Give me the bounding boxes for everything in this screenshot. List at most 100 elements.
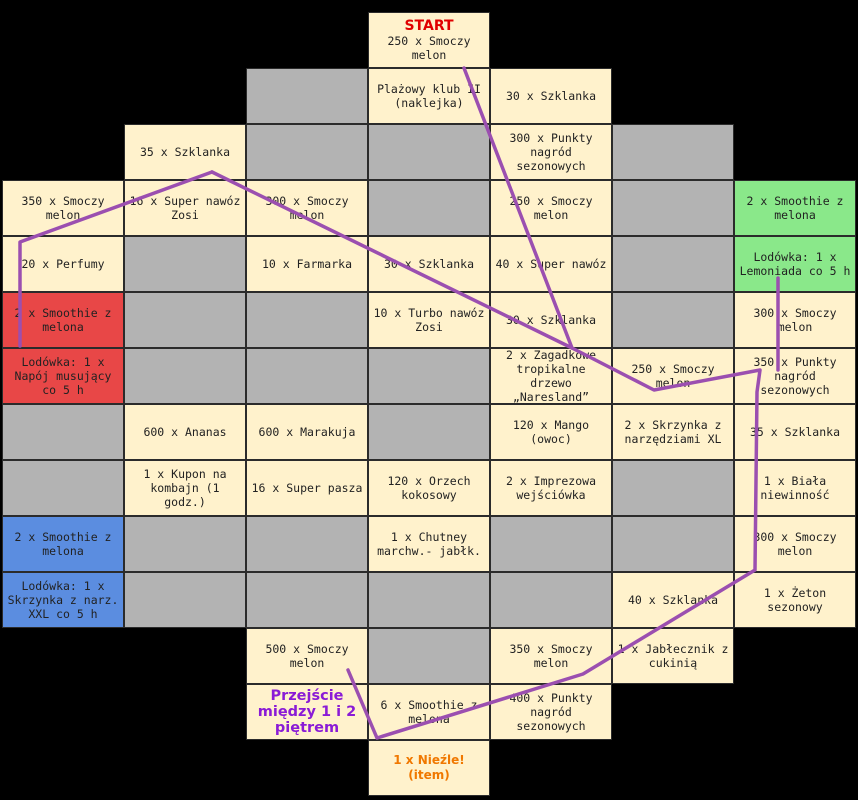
board-field-c3-12[interactable]: 6 x Smoothie z melona <box>368 684 490 740</box>
board-field-c6-4[interactable]: 35 x Szklanka <box>734 404 856 460</box>
board-field-c6-6[interactable]: 300 x Smoczy melon <box>734 516 856 572</box>
field-text: 10 x Turbo nawóz Zosi <box>373 306 485 334</box>
empty-field[interactable] <box>2 404 124 460</box>
empty-field[interactable] <box>612 236 734 292</box>
empty-field[interactable] <box>124 572 246 628</box>
field-text: 350 x Smoczy melon <box>21 194 105 222</box>
empty-field[interactable] <box>124 236 246 292</box>
board-field-c4-6[interactable]: 120 x Mango (owoc) <box>490 404 612 460</box>
empty-field[interactable] <box>246 292 368 348</box>
field-text: 35 x Szklanka <box>139 145 230 159</box>
field-text: 250 x Smoczy melon <box>509 194 593 222</box>
board-field-c2-2[interactable]: 300 x Smoczy melon <box>246 180 368 236</box>
board-field-c2-10[interactable]: 500 x Smoczy melon <box>246 628 368 684</box>
field-text: 250 x Smoczy melon <box>387 34 471 62</box>
board-field-c2-7[interactable]: 16 x Super pasza <box>246 460 368 516</box>
board-field-c2-3[interactable]: 10 x Farmarka <box>246 236 368 292</box>
empty-field[interactable] <box>612 516 734 572</box>
field-text: 16 x Super nawóz Zosi <box>129 194 241 222</box>
empty-field[interactable] <box>246 124 368 180</box>
board-field-c0-7[interactable]: Lodówka: 1 x Skrzynka z narz. XXL co 5 h <box>2 572 124 628</box>
board-field-c3-5[interactable]: 10 x Turbo nawóz Zosi <box>368 292 490 348</box>
field-text: 2 x Smoothie z melona <box>14 306 112 334</box>
field-text: 350 x Smoczy melon <box>509 642 593 670</box>
board-field-c6-2[interactable]: 300 x Smoczy melon <box>734 292 856 348</box>
field-text: 30 x Szklanka <box>505 89 596 103</box>
field-text: 250 x Smoczy melon <box>631 362 715 390</box>
field-text: 10 x Farmarka <box>261 257 352 271</box>
board-field-c1-5[interactable]: 600 x Ananas <box>124 404 246 460</box>
field-text: 20 x Perfumy <box>21 257 105 271</box>
board-field-c4-7[interactable]: 2 x Imprezowa wejściówka <box>490 460 612 516</box>
field-text: 300 x Smoczy melon <box>265 194 349 222</box>
board-field-c3-1[interactable]: Plażowy klub II (naklejka) <box>368 68 490 124</box>
board-field-c0-0[interactable]: 350 x Smoczy melon <box>2 180 124 236</box>
board-field-c6-0[interactable]: 2 x Smoothie z melona <box>734 180 856 236</box>
board-field-c6-1[interactable]: Lodówka: 1 x Lemoniada co 5 h <box>734 236 856 292</box>
empty-field[interactable] <box>612 460 734 516</box>
field-text: 16 x Super pasza <box>251 481 363 495</box>
board-field-c2-11[interactable]: Przejście między 1 i 2 piętrem <box>246 684 368 740</box>
empty-field[interactable] <box>124 348 246 404</box>
empty-field[interactable] <box>368 572 490 628</box>
empty-field[interactable] <box>124 516 246 572</box>
board-field-c0-1[interactable]: 20 x Perfumy <box>2 236 124 292</box>
empty-field[interactable] <box>246 348 368 404</box>
board-field-c3-8[interactable]: 120 x Orzech kokosowy <box>368 460 490 516</box>
field-text: 6 x Smoothie z melona <box>380 698 478 726</box>
empty-field[interactable] <box>368 124 490 180</box>
empty-field[interactable] <box>2 460 124 516</box>
board-field-c0-6[interactable]: 2 x Smoothie z melona <box>2 516 124 572</box>
field-text: 1 x Kupon na kombajn (1 godz.) <box>143 467 227 509</box>
board-field-c5-9[interactable]: 1 x Jabłecznik z cukinią <box>612 628 734 684</box>
field-text: 400 x Punkty nagród sezonowych <box>509 691 593 733</box>
board-field-c5-8[interactable]: 40 x Szklanka <box>612 572 734 628</box>
board-field-c6-3[interactable]: 350 x Punkty nagród sezonowych <box>734 348 856 404</box>
empty-field[interactable] <box>368 180 490 236</box>
board-field-c3-4[interactable]: 30 x Szklanka <box>368 236 490 292</box>
field-text: 30 x Szklanka <box>505 313 596 327</box>
board-field-c6-7[interactable]: 1 x Żeton sezonowy <box>734 572 856 628</box>
board-field-c4-5[interactable]: 2 x Zagadkowe tropikalne drzewo „Naresla… <box>490 348 612 404</box>
empty-field[interactable] <box>368 348 490 404</box>
board-field-c5-4[interactable]: 250 x Smoczy melon <box>612 348 734 404</box>
board-field-c4-1[interactable]: 300 x Punkty nagród sezonowych <box>490 124 612 180</box>
empty-field[interactable] <box>612 292 734 348</box>
empty-field[interactable] <box>246 516 368 572</box>
board-field-c3-9[interactable]: 1 x Chutney marchw.- jabłk. <box>368 516 490 572</box>
empty-field[interactable] <box>490 516 612 572</box>
field-text: 1 x Biała niewinność <box>760 474 830 502</box>
field-text: 500 x Smoczy melon <box>265 642 349 670</box>
board-field-c5-5[interactable]: 2 x Skrzynka z narzędziami XL <box>612 404 734 460</box>
field-text: 1 x Chutney marchw.- jabłk. <box>377 530 481 558</box>
board-field-c4-10[interactable]: 350 x Smoczy melon <box>490 628 612 684</box>
board-field-c3-13[interactable]: 1 x Nieźle! (item) <box>368 740 490 796</box>
board-field-c1-1[interactable]: 16 x Super nawóz Zosi <box>124 180 246 236</box>
field-text: 350 x Punkty nagród sezonowych <box>753 355 837 397</box>
board-field-c4-4[interactable]: 30 x Szklanka <box>490 292 612 348</box>
empty-field[interactable] <box>246 572 368 628</box>
board-field-c0-3[interactable]: Lodówka: 1 x Napój musujący co 5 h <box>2 348 124 404</box>
board-field-c4-3[interactable]: 40 x Super nawóz <box>490 236 612 292</box>
field-text: 35 x Szklanka <box>749 425 840 439</box>
empty-field[interactable] <box>612 180 734 236</box>
field-text: 120 x Orzech kokosowy <box>387 474 471 502</box>
empty-field[interactable] <box>246 68 368 124</box>
field-text: 300 x Smoczy melon <box>753 306 837 334</box>
board-field-c2-6[interactable]: 600 x Marakuja <box>246 404 368 460</box>
empty-field[interactable] <box>490 572 612 628</box>
board-field-c4-11[interactable]: 400 x Punkty nagród sezonowych <box>490 684 612 740</box>
board-field-c1-0[interactable]: 35 x Szklanka <box>124 124 246 180</box>
board-field-c0-2[interactable]: 2 x Smoothie z melona <box>2 292 124 348</box>
board-field-c4-0[interactable]: 30 x Szklanka <box>490 68 612 124</box>
empty-field[interactable] <box>368 628 490 684</box>
board-field-c1-6[interactable]: 1 x Kupon na kombajn (1 godz.) <box>124 460 246 516</box>
empty-field[interactable] <box>368 404 490 460</box>
field-text: 2 x Smoothie z melona <box>746 194 844 222</box>
board-field-c4-2[interactable]: 250 x Smoczy melon <box>490 180 612 236</box>
empty-field[interactable] <box>124 292 246 348</box>
empty-field[interactable] <box>612 124 734 180</box>
board-field-c6-5[interactable]: 1 x Biała niewinność <box>734 460 856 516</box>
